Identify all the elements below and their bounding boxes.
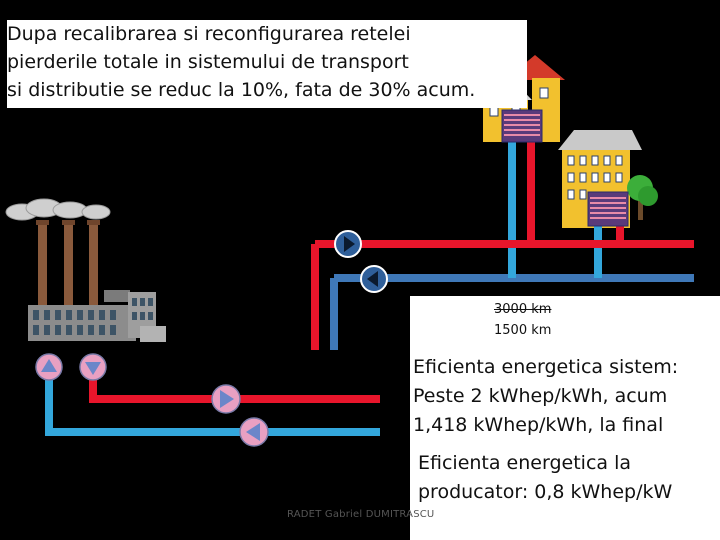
system-efficiency-line-2: Peste 2 kWhep/kWh, acum <box>413 385 668 407</box>
pump-icon-return-line <box>239 417 269 447</box>
return-pipes <box>45 140 694 436</box>
headline-text: Dupa recalibrarea si reconfigurarea rete… <box>7 20 527 108</box>
heat-exchanger-house <box>501 109 543 143</box>
system-efficiency-line-3: 1,418 kWhep/kWh, la final <box>413 414 664 436</box>
system-efficiency-text: Eficienta energetica sistem: Peste 2 kWh… <box>413 353 678 440</box>
network-length-old: 3000 km <box>494 302 552 317</box>
producer-efficiency-line-2: producator: 0,8 kWhep/kW <box>418 481 673 503</box>
pump-icon-plant-return <box>35 353 63 381</box>
footer-credit: RADET Gabriel DUMITRASCU <box>287 509 435 520</box>
headline-line-1: Dupa recalibrarea si reconfigurarea rete… <box>7 23 411 45</box>
producer-efficiency-line-1: Eficienta energetica la <box>418 452 631 474</box>
system-efficiency-line-1: Eficienta energetica sistem: <box>413 356 679 378</box>
apartment-building <box>558 130 658 228</box>
producer-efficiency-text: Eficienta energetica la producator: 0,8 … <box>418 449 672 507</box>
headline-line-2: pierderile totale in sistemului de trans… <box>7 51 409 73</box>
smoke-clouds <box>5 198 111 221</box>
tree <box>627 175 658 220</box>
headline-line-3: si distributie se reduc la 10%, fata de … <box>7 79 476 101</box>
flow-arrow-supply <box>334 230 362 258</box>
pump-icon-plant-supply <box>79 353 107 381</box>
pump-icon-supply-line <box>211 384 241 414</box>
power-plant <box>5 198 166 342</box>
chimneys <box>36 220 100 310</box>
network-length-new: 1500 km <box>494 323 552 338</box>
heat-exchanger-apartment <box>587 191 629 227</box>
flow-arrow-return <box>360 265 388 293</box>
info-panel <box>410 296 720 540</box>
plant-building <box>28 290 166 342</box>
